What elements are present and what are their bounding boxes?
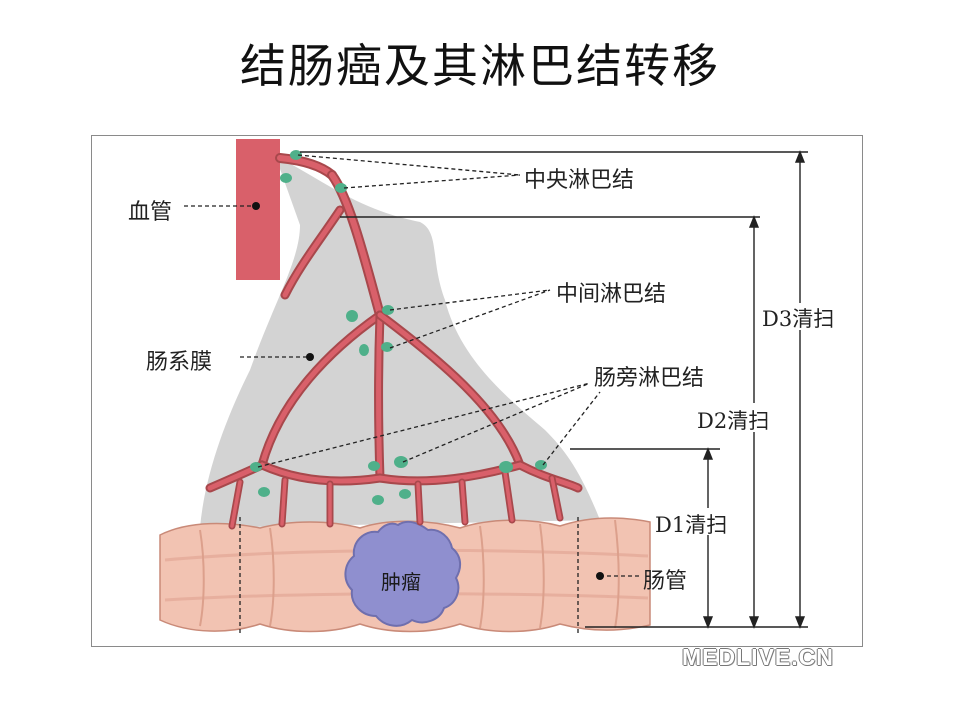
watermark: MEDLIVE.CN [682,644,834,670]
label-d1-dissection: D1清扫 [655,513,728,537]
lymph-node [335,183,347,193]
slide-title: 结肠癌及其淋巴结转移 [240,39,720,93]
label-d2-dissection: D2清扫 [697,409,770,433]
label-central-nodes: 中央淋巴结 [524,168,635,193]
label-tumor: 肿瘤 [381,570,421,594]
label-blood-vessel: 血管 [128,200,173,225]
leader-lines [184,154,640,634]
lymph-node [280,173,292,183]
lymph-node [359,344,369,356]
dissection-brackets [300,150,808,629]
lymph-node [290,150,302,160]
label-d3-dissection: D3清扫 [762,307,835,331]
lymph-node [250,462,262,472]
label-intestine: 肠管 [643,569,688,594]
lymph-nodes [250,150,547,505]
lymph-node [372,495,384,505]
blood-vessel-dot [252,202,260,210]
lymph-node [381,342,393,352]
lymph-node [535,460,547,470]
label-intermediate-nodes: 中间淋巴结 [556,282,667,307]
mesentery-dot [306,353,314,361]
lymph-node [394,456,408,468]
lymph-node [368,461,380,471]
label-paracolic-nodes: 肠旁淋巴结 [594,366,705,391]
intestine-dot [596,572,604,580]
lymph-node [382,305,394,315]
tumor [344,520,462,627]
lymph-node [346,310,358,322]
lymph-node [399,489,411,499]
blood-vessel-block [236,139,280,280]
lymph-node [499,461,513,473]
lymph-node [258,487,270,497]
label-mesentery: 肠系膜 [146,350,213,375]
